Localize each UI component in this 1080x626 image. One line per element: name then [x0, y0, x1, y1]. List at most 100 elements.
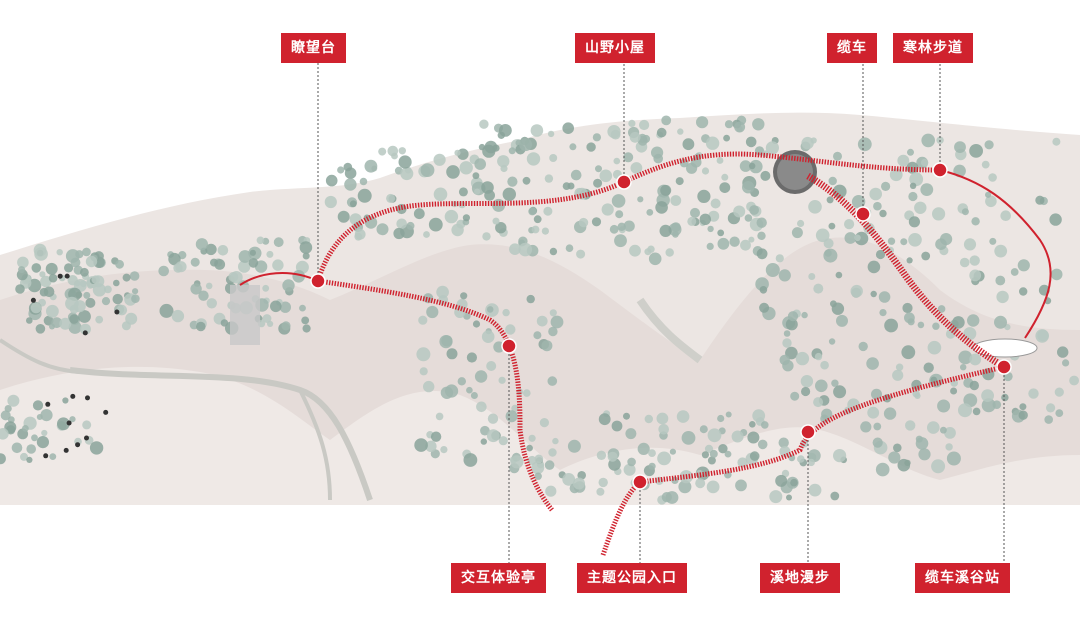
tree: [65, 296, 79, 311]
tree: [36, 414, 43, 420]
label-cable-car[interactable]: 缆车: [827, 33, 877, 63]
tree: [706, 242, 714, 250]
tree: [466, 352, 477, 363]
tree: [704, 444, 714, 453]
tree: [85, 297, 96, 308]
label-lodge[interactable]: 山野小屋: [575, 33, 655, 63]
marker-forest-trail[interactable]: [932, 162, 948, 178]
tree: [1017, 259, 1030, 272]
lookout-spur: [239, 272, 319, 286]
tree: [451, 223, 464, 237]
label-forest-trail[interactable]: 寒林步道: [893, 33, 973, 63]
tree: [530, 124, 544, 137]
tree: [528, 434, 536, 442]
tree: [927, 340, 942, 355]
tree: [742, 181, 755, 194]
marker-valley-station[interactable]: [996, 359, 1012, 375]
tree: [828, 222, 836, 230]
label-valley-station[interactable]: 缆车溪谷站: [915, 563, 1010, 593]
tree: [190, 283, 202, 295]
tree: [695, 478, 706, 489]
tree: [790, 478, 798, 487]
label-lookout[interactable]: 瞭望台: [281, 33, 346, 63]
tree: [89, 441, 104, 455]
animal-dot: [75, 442, 81, 448]
tree: [270, 300, 282, 313]
tree: [541, 340, 553, 352]
tree: [1019, 287, 1028, 296]
valley-trail-route: [600, 364, 1005, 556]
tree: [519, 138, 533, 152]
valley-station-platform: [972, 338, 1038, 358]
tree: [18, 266, 26, 274]
tree: [813, 397, 824, 408]
marker-stream-walk[interactable]: [800, 424, 816, 440]
leader-lines-layer: [317, 63, 1005, 563]
tree: [863, 222, 875, 235]
tree: [627, 457, 636, 467]
tree: [68, 320, 82, 334]
tree: [961, 208, 969, 216]
tree: [40, 409, 53, 422]
tree: [677, 128, 684, 135]
tree: [985, 195, 997, 208]
tree: [35, 324, 46, 334]
tree: [724, 450, 732, 458]
label-park-entrance[interactable]: 主题公园入口: [577, 563, 687, 593]
tree: [508, 147, 516, 155]
tree: [302, 324, 311, 333]
tree: [851, 195, 866, 209]
tree: [1055, 409, 1064, 417]
tree: [786, 494, 792, 501]
tree: [921, 133, 935, 148]
tree: [651, 146, 664, 159]
tree: [875, 249, 886, 260]
tree: [344, 178, 357, 191]
tree: [937, 399, 951, 413]
marker-lodge[interactable]: [616, 174, 632, 190]
tree: [699, 213, 711, 225]
tree: [969, 144, 983, 158]
tree: [51, 317, 63, 328]
tree: [1018, 410, 1028, 420]
tree: [900, 238, 908, 246]
tree: [908, 191, 918, 202]
lookout-structure: [230, 285, 260, 345]
tree: [459, 161, 473, 175]
tree: [724, 120, 734, 129]
marker-park-entrance[interactable]: [632, 474, 648, 490]
tree: [944, 427, 956, 439]
tree: [593, 178, 603, 188]
marker-lookout[interactable]: [310, 273, 326, 289]
tree: [927, 421, 940, 434]
tree: [486, 361, 497, 371]
tree: [878, 291, 891, 303]
tree: [539, 418, 550, 428]
tree: [660, 184, 672, 196]
label-stream-walk[interactable]: 溪地漫步: [760, 563, 840, 593]
label-interactive-pavilion[interactable]: 交互体验亭: [451, 563, 546, 593]
tree: [963, 238, 977, 251]
tree: [26, 317, 33, 324]
tree: [482, 232, 491, 241]
tree: [824, 249, 832, 257]
tree: [15, 284, 25, 294]
tree: [217, 245, 229, 256]
tree: [897, 154, 910, 167]
tree: [131, 294, 140, 304]
tree: [425, 440, 437, 452]
tree: [860, 421, 872, 433]
marker-cable-car[interactable]: [855, 206, 871, 222]
tree: [549, 154, 558, 162]
tree: [121, 321, 131, 331]
tree: [717, 237, 730, 250]
tree: [661, 492, 672, 503]
tree: [639, 119, 650, 131]
tree: [281, 321, 291, 331]
tree: [787, 311, 799, 322]
tree: [0, 428, 9, 440]
tree: [826, 196, 834, 204]
tree: [101, 297, 111, 306]
marker-interactive-pavilion[interactable]: [501, 338, 517, 354]
